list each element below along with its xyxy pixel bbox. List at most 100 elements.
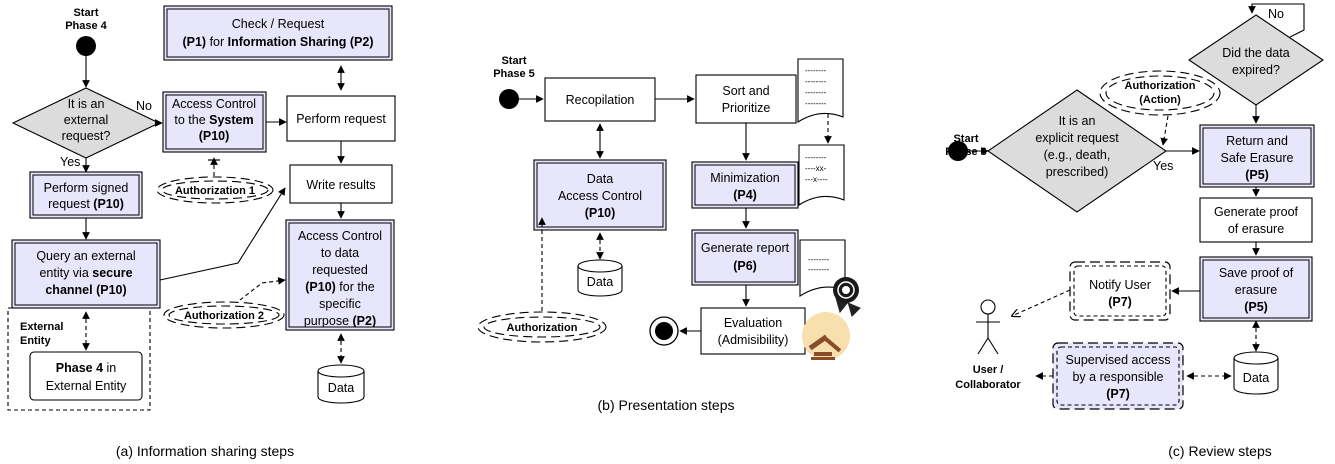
box-text: requested (312, 263, 368, 277)
access-control-data-inner (288, 222, 392, 328)
signed-request-inner (32, 174, 140, 216)
authorization-label: Authorization (1125, 80, 1196, 92)
decision-text: (e.g., death, (1044, 148, 1111, 162)
box-text: Perform signed (44, 181, 129, 195)
box-text: erasure (1235, 283, 1277, 297)
box-text: of erasure (1228, 222, 1284, 236)
data-access-control-inner (536, 162, 664, 228)
phase4-external-box (29, 351, 143, 401)
decision-text: prescribed) (1046, 165, 1109, 179)
signed-request-box (29, 171, 143, 219)
database-icon-top (577, 259, 623, 273)
box-text: Recopilation (566, 93, 635, 107)
box-text: Perform request (296, 112, 386, 126)
panel-c: Start Phase 6 It is an explicit request … (945, 3, 1324, 459)
box-text: Save proof of (1219, 266, 1294, 280)
minimization-inner (694, 164, 796, 206)
box-text: Data (587, 172, 613, 186)
box-text: Check / Request (232, 17, 325, 31)
gavel-icon (802, 312, 850, 360)
box-text: (P10) (199, 129, 230, 143)
expired-decision (1188, 14, 1324, 106)
authorization-2-ellipse-inner (168, 305, 280, 325)
start-label: Phase 5 (493, 68, 535, 80)
panel-b: Start Phase 5 Recopilation Sort and Prio… (477, 55, 861, 413)
authorization-action-ellipse (1099, 70, 1221, 116)
box-text: purpose (P2) (304, 314, 376, 328)
box-text: Minimization (710, 171, 780, 185)
caption: (c) Review steps (1168, 443, 1271, 459)
data-access-control-box (533, 159, 667, 231)
box-text: (P6) (733, 259, 757, 273)
box-text: Generate report (701, 241, 790, 255)
document-line: -------- (808, 255, 830, 264)
box-text: Access Control (558, 189, 642, 203)
box-text: Sort and (722, 84, 769, 98)
authorization-label: Authorization 2 (184, 310, 264, 322)
check-request-inner (166, 8, 390, 58)
database-icon-top (317, 364, 365, 378)
check-request-box (163, 5, 393, 61)
panel-a: Start Phase 4 It is an external request?… (7, 5, 396, 459)
box-text: (P5) (1244, 300, 1268, 314)
decision-text: explicit request (1035, 131, 1119, 145)
box-text: (P10) (585, 206, 616, 220)
box-text: request (P10) (48, 197, 124, 211)
authorization-action-ellipse-inner (1105, 75, 1215, 111)
access-control-system-inner (165, 94, 264, 150)
decision-text: It is an (68, 97, 105, 111)
caption: (b) Presentation steps (598, 397, 735, 413)
box-text: (P5) (1245, 168, 1269, 182)
generate-report-inner (694, 232, 796, 283)
database-icon (317, 371, 365, 404)
box-text: Return and (1226, 134, 1288, 148)
box-text: Evaluation (724, 316, 782, 330)
authorization-label: Authorization 1 (175, 185, 255, 197)
actor-label: Collaborator (955, 379, 1021, 391)
database-label: Data (328, 381, 354, 395)
end-node-inner (655, 322, 673, 340)
generate-proof-box (1199, 197, 1313, 243)
box-text: Safe Erasure (1221, 151, 1294, 165)
box-text: (P10) for the (305, 280, 375, 294)
start-label: Start (73, 7, 98, 19)
caption: (a) Information sharing steps (116, 443, 294, 459)
perform-request-box (286, 95, 396, 142)
document-icon (797, 58, 844, 124)
no-loop-arrow (1248, 3, 1305, 38)
database-label: Data (1243, 371, 1269, 385)
actor-label: User / (973, 364, 1004, 376)
box-text: Access Control (172, 97, 256, 111)
document-line: -------- (805, 88, 827, 97)
no-label: No (1268, 7, 1284, 21)
start-label: Start (501, 55, 526, 67)
authorization-ellipse (477, 311, 607, 343)
authorization-arrow (1160, 115, 1169, 146)
document-line: ---x---- (805, 175, 828, 184)
save-proof-inner (1202, 259, 1310, 319)
document-line: -------- (805, 99, 827, 108)
authorization-1-ellipse-inner (161, 180, 269, 200)
document-line: -------- (808, 265, 830, 274)
query-external-inner (14, 242, 158, 306)
explicit-request-decision (987, 89, 1167, 213)
box-text: channel (P10) (45, 283, 126, 297)
authorization-arrow (239, 277, 286, 301)
external-entity-group (7, 307, 151, 411)
box-text: entity via secure (39, 266, 132, 280)
flow-arrow (159, 187, 286, 281)
document-line: -------- (805, 66, 827, 75)
start-label: Phase 4 (65, 20, 107, 32)
box-text: (Admisibility) (718, 333, 789, 347)
box-text: Write results (306, 178, 375, 192)
decision-text: request? (62, 129, 111, 143)
database-icon (577, 266, 623, 297)
external-entity-label: External (20, 321, 63, 333)
document-line: -------- (805, 153, 827, 162)
query-external-box (11, 239, 161, 309)
access-control-system-box (162, 91, 267, 153)
document-icon (798, 144, 845, 207)
database-icon-top (1233, 351, 1279, 365)
document-line: -------- (805, 77, 827, 86)
